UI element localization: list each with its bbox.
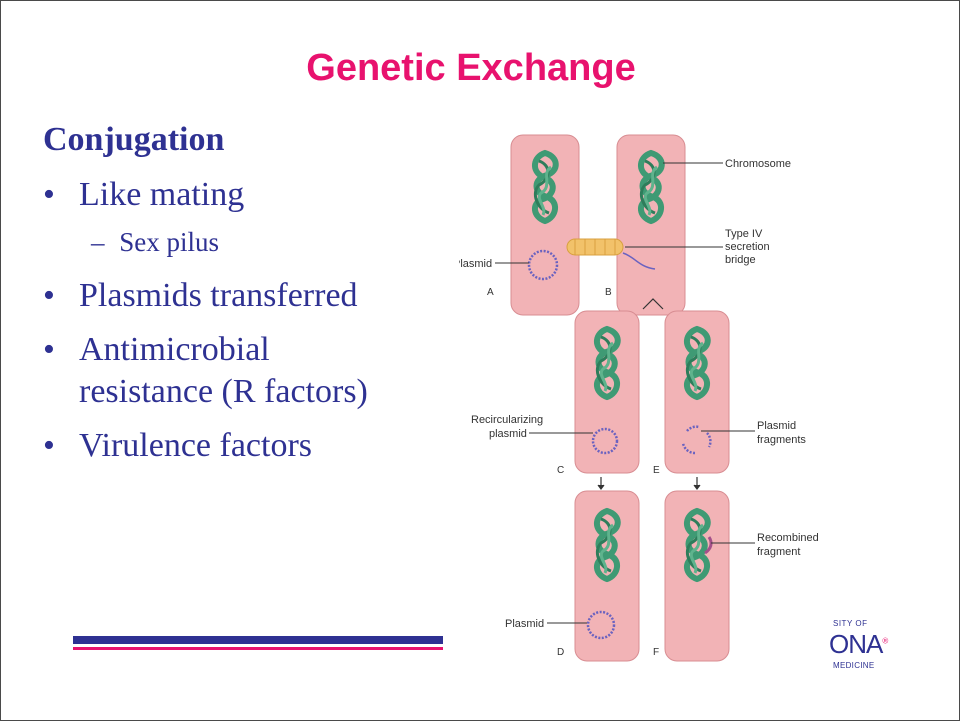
- bullet-text: Antimicrobial: [79, 331, 270, 368]
- sub-bullet-sex-pilus: – Sex pilus: [91, 227, 219, 258]
- label-recirc-1: Recircularizing: [471, 414, 543, 426]
- cell-e: [664, 310, 730, 474]
- panel-letter-e: E: [653, 465, 660, 476]
- label-recombined-2: fragment: [757, 546, 800, 558]
- bullet-dot: •: [43, 427, 55, 464]
- plasmid-d: [586, 610, 616, 640]
- logo-wordmark: ONA®: [829, 629, 888, 660]
- label-chromosome: Chromosome: [725, 158, 791, 170]
- section-heading: Conjugation: [43, 121, 225, 158]
- logo-line-3: MEDICINE: [833, 661, 875, 670]
- plasmid-c: [591, 427, 619, 455]
- footer-bar-navy: [73, 636, 443, 644]
- recombined-segment: [704, 536, 713, 555]
- university-logo: SITY OF ONA® MEDICINE: [823, 619, 903, 675]
- sub-bullet-text: Sex pilus: [119, 227, 220, 257]
- bullet-text: Like mating: [79, 176, 245, 213]
- bullet-antimicrobial-continued: resistance (R factors): [79, 373, 368, 410]
- label-type-iv-1: Type IV: [725, 228, 763, 240]
- pilus-bridge: [566, 238, 656, 270]
- panel-letter-c: C: [557, 465, 564, 476]
- label-type-iv-2: secretion: [725, 241, 770, 253]
- conjugation-diagram: Chromosome Type IV secretion bridge Plas…: [459, 134, 819, 662]
- label-recirc-2: plasmid: [489, 428, 527, 440]
- label-plasmid-d: Plasmid: [505, 618, 544, 630]
- footer-bar-pink: [73, 647, 443, 650]
- plasmid-a: [527, 249, 559, 281]
- leader-lines: [495, 162, 755, 624]
- cell-a: [510, 134, 580, 316]
- arrows: [597, 298, 701, 490]
- panel-letter-b: B: [605, 287, 612, 298]
- panel-letter-f: F: [653, 647, 659, 658]
- label-plasmid-frag-2: fragments: [757, 434, 806, 446]
- bullet-text: Virulence factors: [79, 427, 313, 464]
- logo-registered: ®: [882, 636, 888, 646]
- label-recombined-1: Recombined: [757, 532, 819, 544]
- sub-bullet-dash: –: [91, 227, 105, 257]
- label-plasmid-frag-1: Plasmid: [757, 420, 796, 432]
- slide-title: Genetic Exchange: [306, 47, 636, 89]
- logo-line-1: SITY OF: [833, 619, 868, 628]
- bullet-text: Plasmids transferred: [79, 277, 358, 314]
- label-type-iv-3: bridge: [725, 254, 756, 266]
- logo-line-2: ONA: [829, 629, 883, 659]
- bullet-dot: •: [43, 176, 55, 213]
- label-plasmid-a: Plasmid: [459, 258, 492, 270]
- panel-letter-d: D: [557, 647, 564, 658]
- bullet-dot: •: [43, 277, 55, 314]
- plasmid-fragments-e: [681, 425, 712, 455]
- cell-c: [574, 310, 640, 474]
- cell-b: [616, 134, 686, 316]
- panel-letter-a: A: [487, 287, 494, 298]
- bullet-dot: •: [43, 331, 55, 368]
